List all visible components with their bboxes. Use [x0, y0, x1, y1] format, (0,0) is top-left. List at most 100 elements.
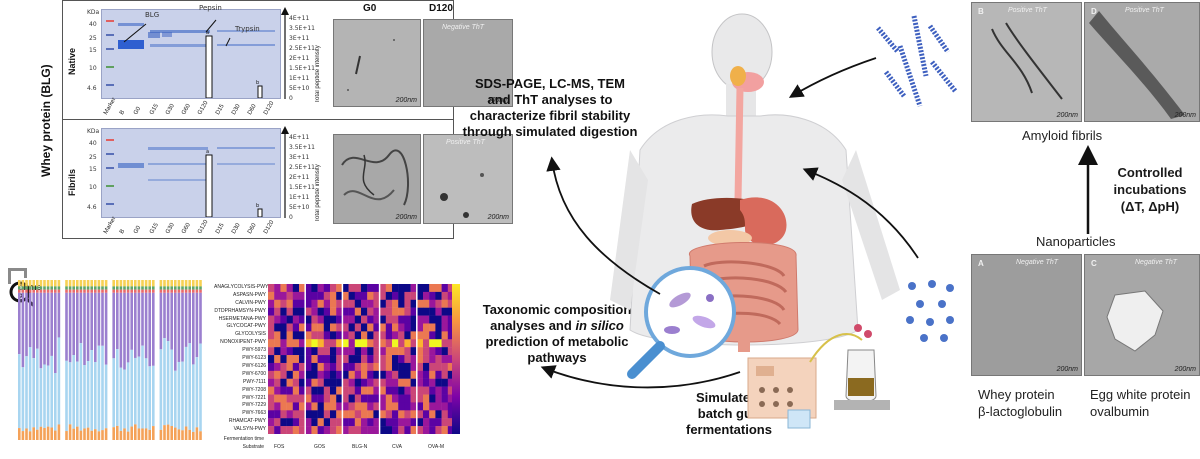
- tem-letter: B: [978, 7, 984, 16]
- controlled-line: incubations: [1113, 182, 1187, 197]
- tht-tag: Positive ThT: [1008, 7, 1047, 14]
- heatmap-cell: [429, 410, 436, 419]
- heatmap-cell: [330, 339, 337, 348]
- heatmap-cell: [416, 307, 424, 316]
- controlled-line: Controlled: [1117, 165, 1183, 180]
- taxonomy-bar-segment: [72, 428, 75, 440]
- heatmap-cell: [398, 284, 405, 293]
- heatmap-cell: [367, 315, 374, 324]
- taxonomy-bar-segment: [170, 289, 173, 293]
- heatmap-cell: [354, 331, 362, 340]
- caption-line: Taxonomic composition: [482, 302, 632, 317]
- heatmap-cell: [429, 386, 436, 395]
- heatmap-cell: [336, 347, 343, 356]
- heatmap-cell: [373, 315, 380, 324]
- heatmap-cell: [423, 426, 430, 434]
- taxonomy-bar-segment: [184, 289, 188, 293]
- heatmap-cell: [342, 418, 349, 427]
- heatmap-group: GOS: [314, 444, 326, 450]
- heatmap-cell: [361, 307, 368, 316]
- heatmap-cell: [441, 410, 448, 419]
- axis-tick: 0: [289, 214, 293, 221]
- taxonomy-bar-segment: [184, 346, 188, 427]
- heatmap-cell: [447, 426, 455, 434]
- taxonomy-bar-segment: [36, 280, 39, 287]
- heatmap-cell: [348, 418, 355, 427]
- heatmap-cell: [280, 378, 287, 387]
- taxonomy-bar-segment: [112, 289, 115, 293]
- heatmap-cell: [429, 339, 436, 348]
- axis-label: Total peptide intensity: [315, 45, 321, 103]
- heatmap-cell: [323, 394, 331, 403]
- taxonomy-bar-segment: [119, 286, 123, 290]
- heatmap-cell: [323, 284, 331, 293]
- taxonomy-bar-segment: [159, 292, 163, 350]
- caption-line: and ThT analyses to: [487, 92, 613, 107]
- heatmap-cell: [330, 378, 337, 387]
- heatmap-cell: [305, 402, 312, 411]
- heatmap-cell: [404, 370, 411, 379]
- heatmap-cell: [435, 386, 442, 395]
- heatmap-cell: [268, 307, 275, 316]
- axis-tick: 1.5E+11: [289, 65, 315, 72]
- heatmap-cell: [311, 426, 318, 434]
- heatmap-cell: [317, 299, 324, 308]
- heatmap-cell: [311, 307, 318, 316]
- heatmap-cell: [348, 426, 355, 434]
- taxonomy-bar-segment: [76, 361, 79, 427]
- taxonomy-bar-segment: [68, 424, 72, 440]
- heatmap-cell: [392, 315, 399, 324]
- taxonomy-bar-segment: [148, 286, 151, 290]
- taxonomy-bar-segment: [130, 280, 133, 287]
- heatmap-cell: [305, 370, 312, 379]
- heatmap-cell: [323, 426, 331, 434]
- kda-mark: 4.6: [87, 204, 97, 211]
- heatmap-cell: [354, 386, 362, 395]
- taxonomy-bar-segment: [152, 426, 155, 440]
- heatmap-cell: [336, 315, 343, 324]
- band-label-pepsin: Pepsin: [199, 4, 222, 12]
- heatmap-cell: [323, 323, 331, 332]
- kda-mark: 25: [89, 154, 97, 161]
- heatmap-cell: [292, 402, 300, 411]
- heatmap-cell: [268, 378, 275, 387]
- lane-label: D30: [231, 103, 242, 116]
- heatmap-cell: [429, 426, 436, 434]
- heatmap-cell: [274, 323, 281, 332]
- taxonomy-bar-segment: [76, 280, 79, 287]
- heatmap-cell: [441, 378, 448, 387]
- heatmap-cell: [317, 386, 324, 395]
- taxonomy-bar-segment: [97, 289, 101, 293]
- heatmap-cell: [336, 378, 343, 387]
- taxonomy-bar-segment: [54, 372, 57, 431]
- taxonomy-bar-segment: [68, 280, 72, 287]
- axis-tick: 5E+10: [289, 85, 310, 92]
- taxonomy-bar-segment: [25, 280, 28, 287]
- heatmap-cell: [379, 315, 386, 324]
- heatmap-cell: [410, 291, 417, 300]
- heatmap-cell: [354, 284, 362, 293]
- heatmap-cell: [354, 410, 362, 419]
- heatmap-cell: [435, 284, 442, 293]
- heatmap-cell: [280, 315, 287, 324]
- heatmap-cell: [274, 378, 281, 387]
- kda-mark: 10: [89, 65, 97, 72]
- heatmap-cell: [361, 402, 368, 411]
- taxonomy-bar-segment: [144, 358, 148, 429]
- heatmap-cell: [435, 315, 442, 324]
- heatmap-group: CVA: [392, 444, 402, 450]
- taxonomy-bar-segment: [65, 289, 68, 293]
- taxonomy-bar-segment: [32, 286, 35, 290]
- heatmap-cell: [342, 394, 349, 403]
- heatmap-cell: [299, 386, 306, 395]
- protein-b-line: ovalbumin: [1090, 404, 1150, 419]
- taxonomy-bar-segment: [144, 428, 148, 440]
- caption-line: prediction of metabolic: [485, 334, 629, 349]
- heatmap-cell: [379, 331, 386, 340]
- taxonomy-bar-segment: [112, 358, 115, 428]
- heatmap-cell: [361, 339, 368, 348]
- taxonomy-bar-segment: [18, 286, 21, 290]
- taxonomy-bar-segment: [181, 430, 184, 440]
- heatmap-cell: [311, 291, 318, 300]
